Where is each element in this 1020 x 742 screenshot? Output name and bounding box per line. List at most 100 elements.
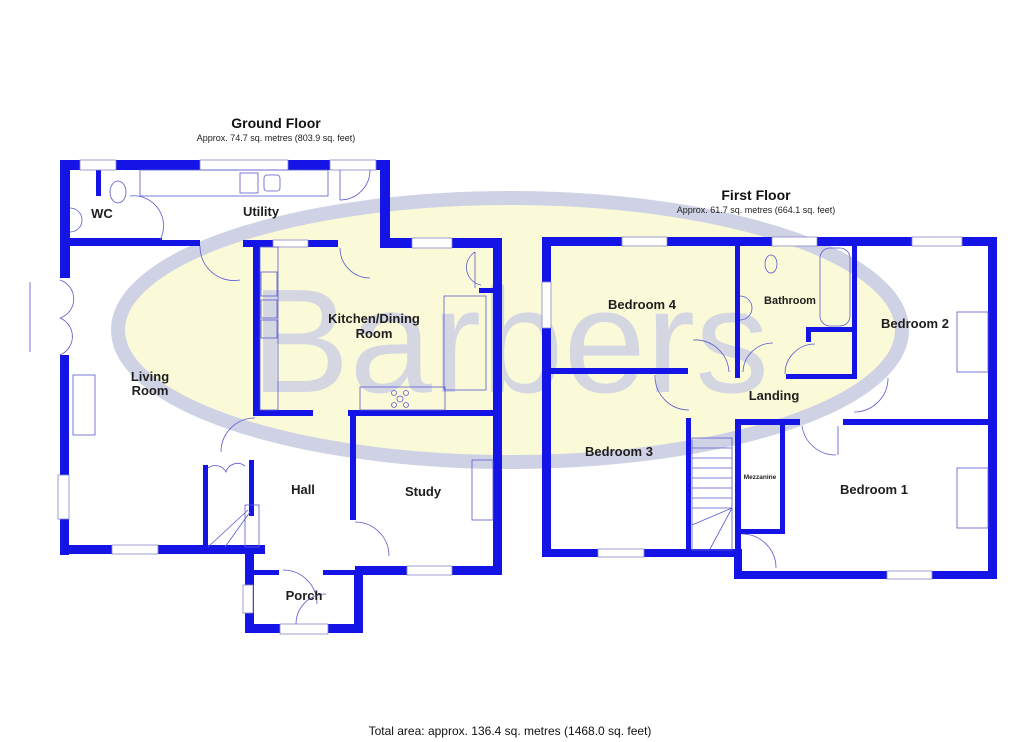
window — [911, 236, 963, 247]
sink-icon — [739, 295, 753, 321]
door-arc — [742, 342, 774, 373]
wall — [350, 410, 356, 520]
wall — [253, 240, 260, 415]
window — [79, 159, 117, 171]
wall — [323, 570, 355, 575]
first-floor-area: Approx. 61.7 sq. metres (664.1 sq. feet) — [677, 205, 836, 215]
room-label-bedroom-1: Bedroom 1 — [840, 482, 908, 497]
room-label-study: Study — [405, 484, 442, 499]
wall — [452, 566, 502, 575]
wall — [355, 566, 407, 575]
door-arc — [59, 279, 75, 319]
wall — [96, 170, 101, 196]
ground-floor-title: Ground Floor — [231, 115, 321, 131]
toilet-icon — [764, 254, 778, 274]
utility-worktop — [139, 169, 329, 197]
door-arc — [741, 533, 777, 569]
watermark-ellipse — [111, 191, 909, 469]
wall — [780, 424, 785, 534]
wardrobe — [956, 467, 989, 529]
window — [329, 159, 377, 171]
door-arc — [466, 251, 482, 288]
room-label-bedroom-4: Bedroom 4 — [608, 297, 677, 312]
wall — [60, 545, 265, 554]
door-arc — [801, 425, 839, 456]
room-label-utility: Utility — [243, 204, 280, 219]
door-arc — [220, 417, 256, 453]
ground-floor-area: Approx. 74.7 sq. metres (803.9 sq. feet) — [197, 133, 356, 143]
staircase-icon — [691, 437, 733, 551]
door-arc — [29, 282, 73, 356]
staircase-icon — [207, 504, 260, 548]
wall — [245, 624, 280, 633]
room-label-hall: Hall — [291, 482, 315, 497]
window — [57, 474, 70, 520]
window — [111, 544, 159, 555]
room-label-living-line1: Living — [131, 369, 169, 384]
window — [199, 159, 289, 171]
watermark-logo: Barbers — [111, 191, 909, 469]
wall — [479, 288, 495, 293]
door-arc — [129, 195, 164, 241]
room-label-bathroom: Bathroom — [764, 295, 816, 307]
wall — [60, 160, 70, 278]
door-arc — [339, 169, 371, 201]
window — [272, 239, 309, 248]
room-label-mezzanine: Mezzanine — [744, 474, 777, 481]
wall — [253, 410, 313, 416]
wall — [380, 160, 390, 244]
first-floor-title: First Floor — [721, 187, 791, 203]
wall — [734, 571, 997, 579]
wall — [551, 368, 688, 374]
wall — [203, 465, 208, 547]
wardrobe — [956, 311, 989, 373]
window — [597, 548, 645, 558]
wall — [735, 419, 741, 554]
fireplace — [72, 374, 96, 436]
wall — [308, 240, 338, 247]
wall — [734, 549, 742, 579]
wall — [60, 355, 69, 555]
drainer-icon — [239, 172, 259, 194]
door-arc — [339, 247, 371, 279]
window — [242, 584, 254, 614]
sink-icon — [263, 174, 281, 192]
door-arc — [784, 343, 816, 375]
wall — [249, 460, 254, 516]
room-label-kitchen-line1: Kitchen/Dining — [328, 311, 420, 326]
bath-icon — [819, 247, 851, 327]
wall — [843, 419, 993, 425]
kitchen-unit — [443, 295, 487, 391]
wall — [542, 237, 997, 246]
total-area: Total area: approx. 136.4 sq. metres (14… — [369, 724, 652, 738]
window — [279, 623, 329, 635]
room-label-landing: Landing — [749, 388, 800, 403]
door-arc — [692, 339, 730, 373]
door-arc — [207, 462, 246, 474]
door-arc — [199, 245, 241, 281]
sink-icon — [69, 207, 83, 233]
wall — [735, 246, 740, 378]
wall — [254, 570, 279, 575]
window — [886, 570, 933, 580]
wall — [806, 327, 811, 342]
wall — [740, 529, 785, 534]
room-label-wc: WC — [91, 206, 113, 221]
wall — [786, 374, 856, 379]
drainer-icon — [260, 271, 278, 297]
wall — [348, 410, 502, 416]
wall — [328, 624, 363, 633]
room-label-kitchen-line2: Room — [356, 326, 393, 341]
wall — [354, 570, 363, 633]
study-unit — [471, 459, 494, 521]
hob-icon — [391, 390, 409, 408]
wall — [735, 419, 800, 425]
window — [406, 565, 453, 576]
watermark-text: Barbers — [251, 259, 769, 424]
wall — [988, 237, 997, 579]
wall — [493, 238, 502, 573]
kitchen-worktop — [259, 246, 279, 411]
wall — [806, 327, 856, 332]
kitchen-worktop — [359, 386, 446, 411]
